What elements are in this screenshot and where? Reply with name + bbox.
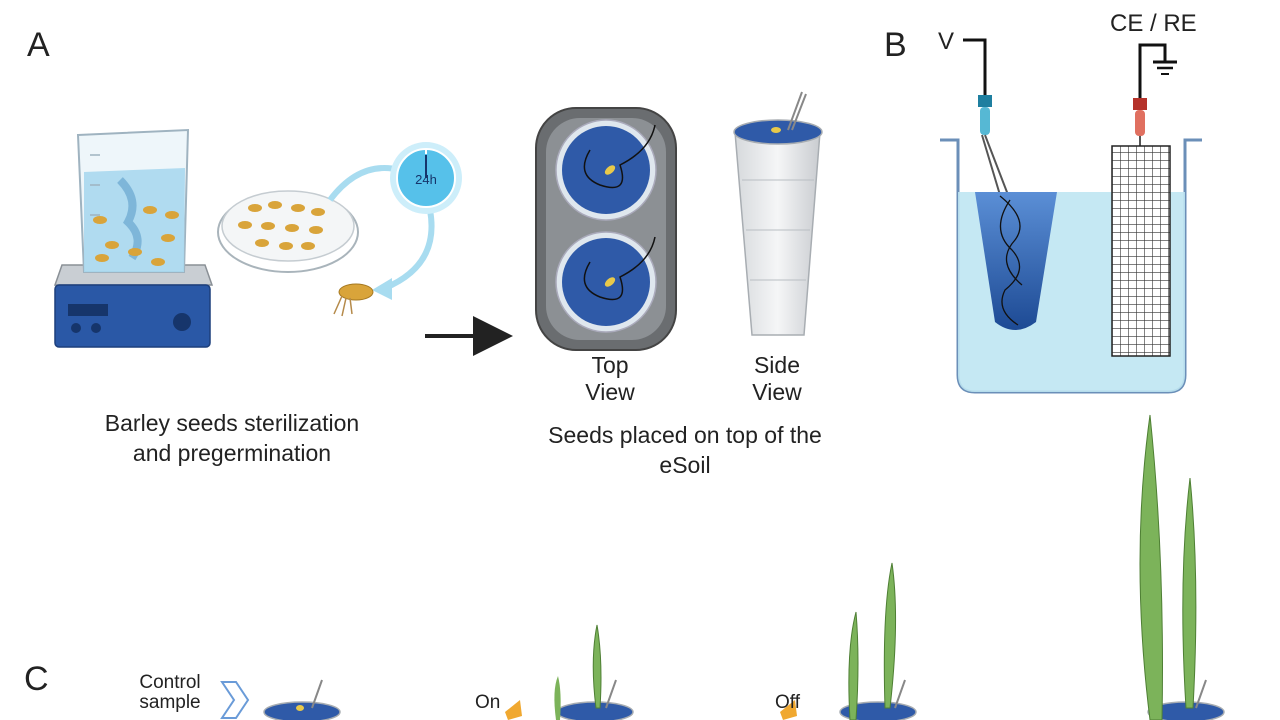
control-sample-line2: sample — [139, 692, 201, 713]
side-view-label-line2: View — [752, 379, 802, 405]
control-sample-label: Control sample — [128, 673, 212, 713]
off-label: Off — [775, 692, 800, 713]
esoil-electrode — [975, 192, 1057, 330]
beaker — [76, 128, 190, 273]
germinated-seed — [333, 283, 374, 317]
side-view-cup — [733, 91, 823, 336]
hotplate-stirrer — [53, 264, 214, 348]
placed-caption: Seeds placed on top of the eSoil — [515, 420, 855, 480]
panel-a-letter: A — [27, 26, 50, 64]
counter-reference-label: CE / RE — [1110, 10, 1197, 37]
working-electrode-wire — [963, 38, 1011, 201]
chevron-icon — [220, 681, 250, 719]
top-view-label-line1: Top — [591, 352, 629, 378]
panel-b-letter: B — [884, 26, 907, 64]
top-view-label-line2: View — [585, 379, 635, 405]
timer-icon — [390, 142, 462, 214]
control-cup — [263, 679, 341, 720]
voltage-label: V — [938, 28, 955, 55]
top-view-label: Top View — [560, 352, 660, 406]
sterilization-caption: Barley seeds sterilization and pregermin… — [62, 408, 402, 468]
off-stage-plant — [780, 562, 917, 720]
final-stage-plant — [1139, 414, 1225, 720]
control-sample-line1: Control — [139, 672, 201, 693]
sterilization-caption-line2: and pregermination — [132, 440, 332, 466]
on-stage-plant — [505, 624, 634, 720]
sterilization-caption-line1: Barley seeds sterilization — [104, 410, 360, 436]
top-view-tray — [535, 107, 677, 351]
timer-label: 24h — [415, 172, 437, 187]
on-label: On — [475, 692, 501, 713]
petri-dish — [217, 190, 359, 273]
placed-caption-line1: Seeds placed on top of the — [548, 422, 822, 448]
panel-c-letter: C — [24, 660, 49, 698]
mesh-electrode — [1111, 145, 1171, 357]
counter-electrode-wire — [1133, 43, 1177, 146]
placed-caption-line2: eSoil — [659, 452, 711, 478]
side-view-label-line1: Side — [753, 352, 801, 378]
side-view-label: Side View — [727, 352, 827, 406]
